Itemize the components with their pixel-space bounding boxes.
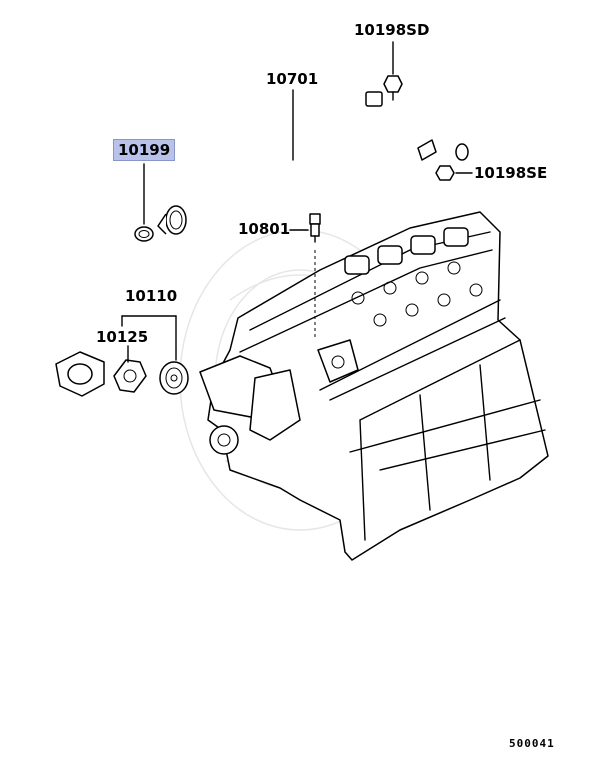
thermostat xyxy=(159,361,189,395)
cam-cover-bosses xyxy=(344,227,483,327)
gasket xyxy=(113,359,147,393)
leader-lines xyxy=(121,41,473,363)
engine-block xyxy=(199,211,549,561)
callout-10199[interactable]: 10199 xyxy=(113,139,176,161)
temp-sensor xyxy=(309,213,321,340)
bolt-10198se xyxy=(435,165,455,181)
thermostat-cover xyxy=(55,351,105,397)
callout-10198se[interactable]: 10198SE xyxy=(474,164,548,182)
callout-10125[interactable]: 10125 xyxy=(96,328,149,346)
bolt-10198sd xyxy=(383,75,403,101)
callout-10110[interactable]: 10110 xyxy=(125,287,178,305)
water-pipe xyxy=(157,91,469,235)
figure-number: 500041 xyxy=(509,737,555,750)
callout-10801[interactable]: 10801 xyxy=(238,220,291,238)
callout-10198sd[interactable]: 10198SD xyxy=(354,21,430,39)
o-ring xyxy=(134,226,154,242)
callout-10701[interactable]: 10701 xyxy=(266,70,319,88)
